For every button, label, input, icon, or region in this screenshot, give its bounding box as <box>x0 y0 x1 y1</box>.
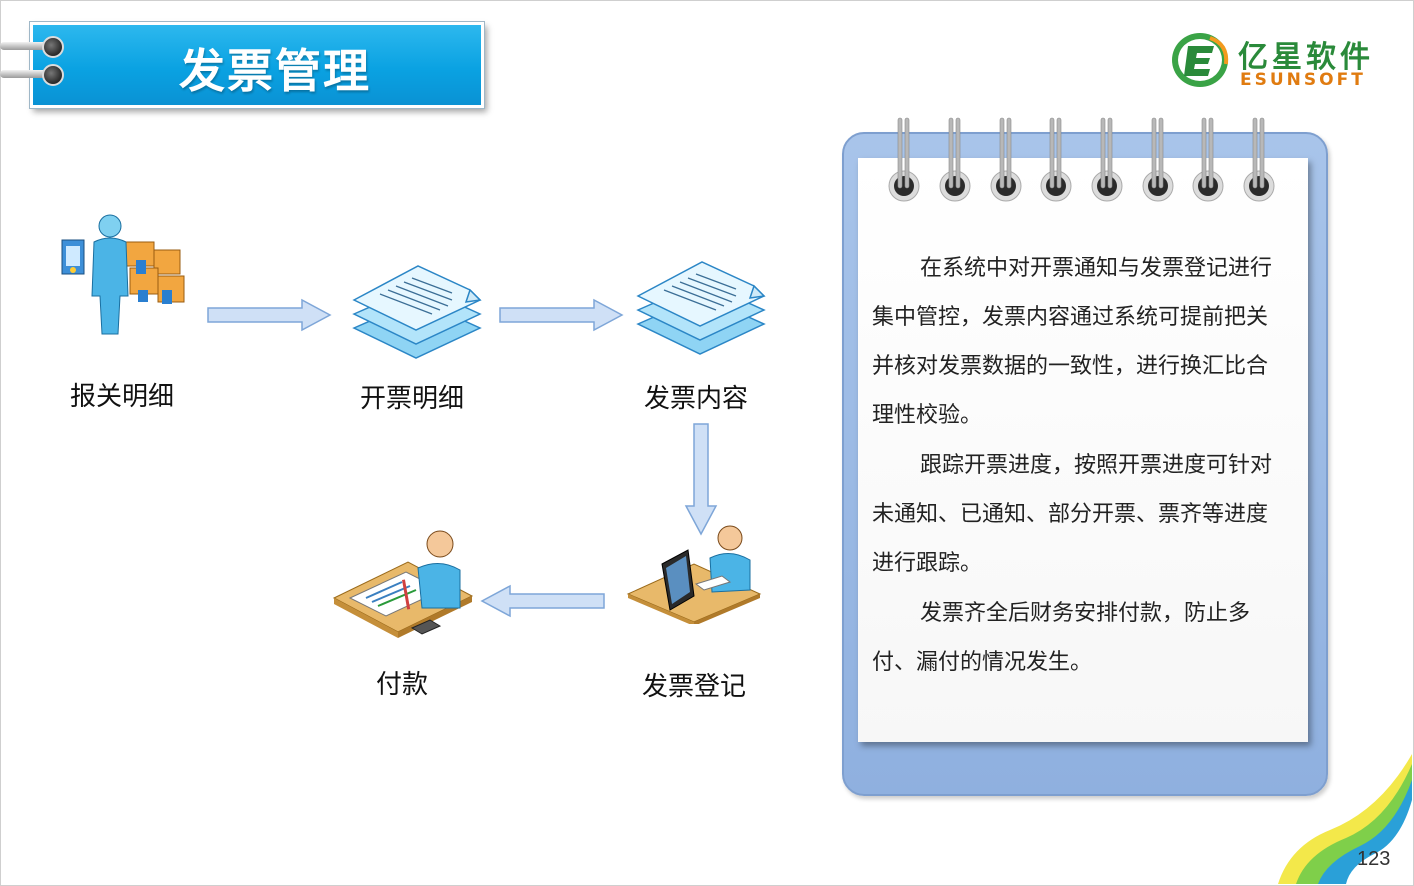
flow-arrow-right-1 <box>207 298 332 332</box>
page-number: 123 <box>1357 848 1391 870</box>
company-logo: 亿星软件 ESUNSOFT <box>1170 30 1390 90</box>
flow-arrow-left <box>480 584 605 618</box>
notebook-paper <box>858 158 1308 742</box>
flow-step-invoice-detail: 开票明细 <box>360 384 465 414</box>
logo-text-en: ESUNSOFT <box>1240 70 1366 90</box>
invoice-detail-documents-icon <box>352 265 482 359</box>
esunsoft-logo-icon <box>1172 33 1229 87</box>
invoice-registration-worker-icon <box>626 525 762 624</box>
customs-worker-icon <box>61 214 185 335</box>
flow-step-invoice-content: 发票内容 <box>644 384 749 414</box>
flow-arrow-right-2 <box>499 298 624 332</box>
note-paragraph-2: 跟踪开票进度，按照开票进度可针对未通知、已通知、部分开票、票齐等进度进行跟踪。 <box>872 453 1273 576</box>
note-paragraph-3: 发票齐全后财务安排付款，防止多付、漏付的情况发生。 <box>872 601 1251 675</box>
invoice-content-documents-icon <box>636 261 766 355</box>
logo-text-cn: 亿星软件 <box>1238 40 1374 75</box>
page-title: 发票管理 <box>179 44 371 98</box>
flow-step-invoice-registration: 发票登记 <box>642 672 747 702</box>
flow-arrow-down <box>684 423 718 536</box>
flow-step-customs-detail: 报关明细 <box>70 382 175 412</box>
payment-worker-icon <box>332 530 474 638</box>
flow-step-payment: 付款 <box>376 670 429 700</box>
title-banner: 发票管理 <box>30 22 484 108</box>
note-paragraph-1: 在系统中对开票通知与发票登记进行集中管控，发票内容通过系统可提前把关并核对发票数… <box>872 256 1273 428</box>
corner-decoration-icon <box>1278 754 1412 884</box>
notebook-spiral-rings-icon <box>888 117 1275 202</box>
